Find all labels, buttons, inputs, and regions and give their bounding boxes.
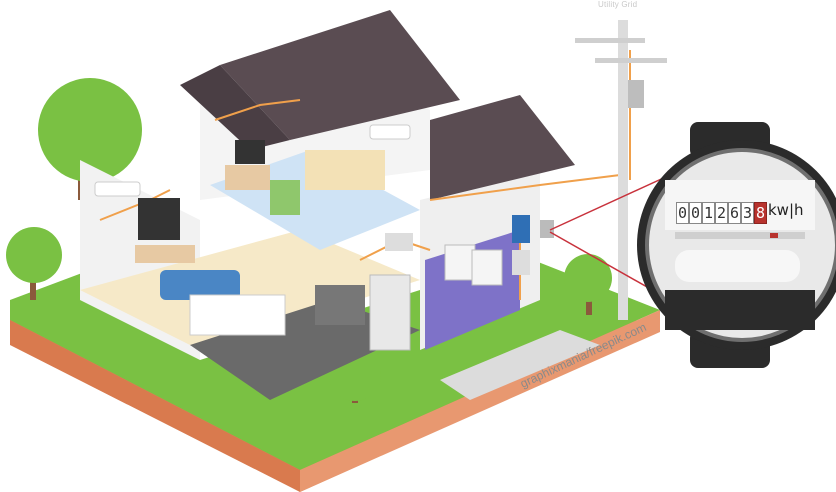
roof-side xyxy=(430,95,575,200)
meter-unit-label: kw|h xyxy=(768,201,804,219)
utility-pole xyxy=(575,20,667,320)
meter-digit-5: 6 xyxy=(728,202,741,224)
utility-grid-label: Utility Grid xyxy=(598,0,638,9)
roof-main xyxy=(180,10,460,150)
meter-digit-3: 1 xyxy=(702,202,715,224)
tree-right xyxy=(564,254,612,315)
meter-digit-4: 2 xyxy=(715,202,728,224)
electric-meter xyxy=(637,122,836,368)
meter-digit-1: 0 xyxy=(676,202,689,224)
meter-digit-6: 3 xyxy=(741,202,754,224)
tree-left-front xyxy=(6,227,62,300)
furniture xyxy=(94,124,554,351)
meter-digit-2: 0 xyxy=(689,202,702,224)
meter-digit-7: 8 xyxy=(754,202,767,224)
